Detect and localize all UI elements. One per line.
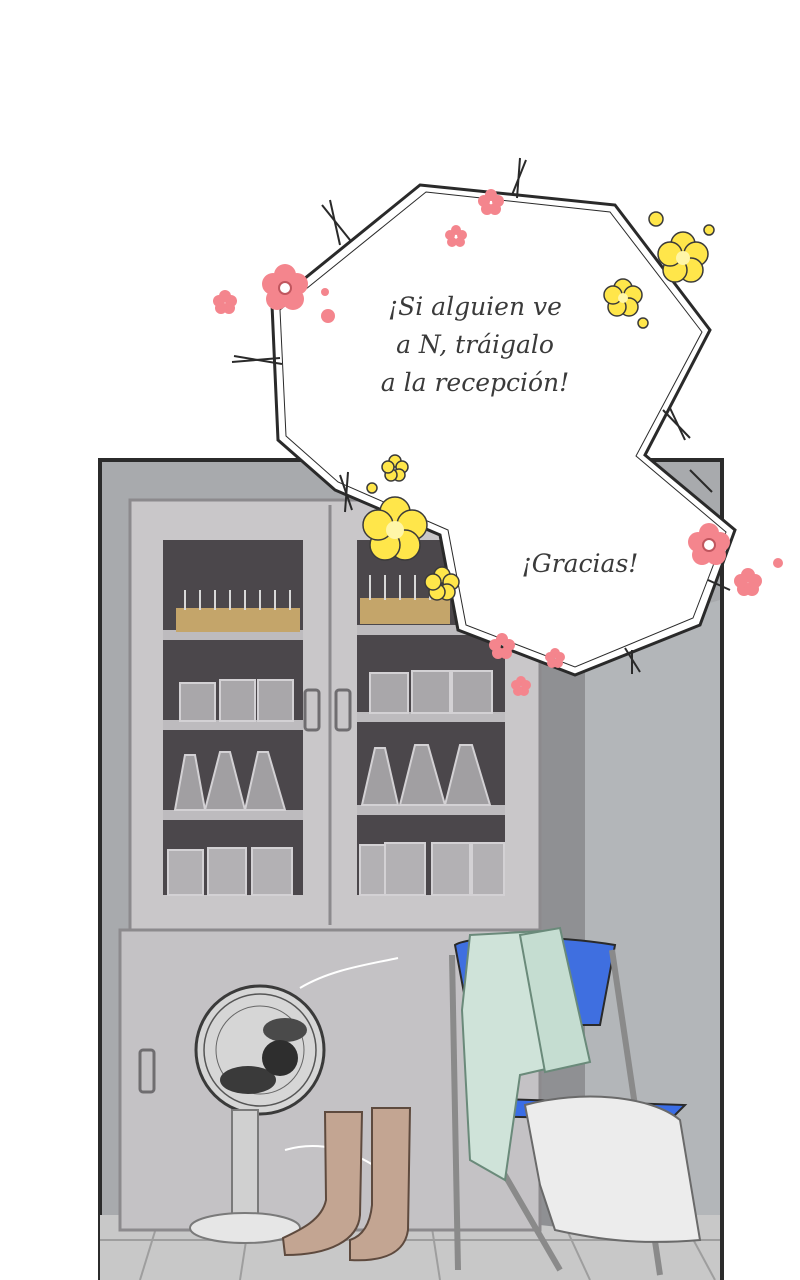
bubble-line-3: a la recepción!: [380, 368, 570, 397]
bubble-line-2: a N, tráigalo: [396, 330, 554, 359]
rubber-boots: [281, 1107, 412, 1262]
bubble-line-1: ¡Si alguien ve: [388, 292, 562, 321]
yellow-flower-icon: [657, 231, 709, 283]
decorative-flowers: [213, 189, 783, 696]
electric-fan: [189, 957, 399, 1244]
folding-chair: [449, 926, 702, 1276]
pink-flower-icon: [262, 264, 308, 310]
bubble-thanks: ¡Gracias!: [521, 549, 639, 578]
